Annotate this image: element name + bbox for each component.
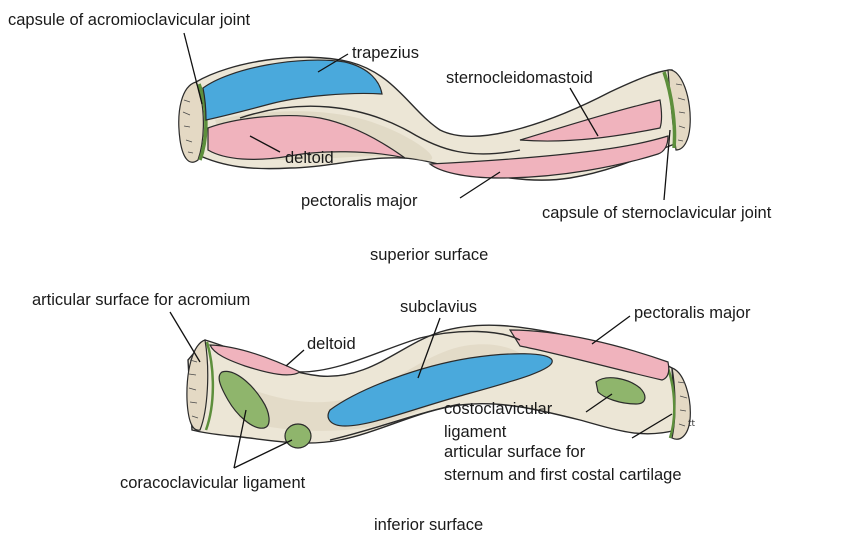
- caption-superior-surface: superior surface: [370, 246, 488, 264]
- label-subclavius: subclavius: [400, 298, 477, 316]
- leader-articular-acromium: [170, 312, 200, 362]
- label-articular-sternum-line1: articular surface for: [444, 443, 586, 461]
- label-articular-surface-acromium: articular surface for acromium: [32, 291, 250, 309]
- label-pectoralis-major-superior: pectoralis major: [301, 192, 418, 210]
- label-costoclavicular-line2: ligament: [444, 423, 507, 441]
- leader-coracoclavicular-b: [234, 440, 292, 468]
- label-articular-sternum-line2: sternum and first costal cartilage: [444, 466, 682, 484]
- superior-view: capsule of acromioclavicular joint trape…: [8, 11, 772, 264]
- label-deltoid-superior: deltoid: [285, 149, 334, 167]
- leader-pectoralis-major-inferior: [592, 316, 630, 344]
- label-capsule-sternoclavicular: capsule of sternoclavicular joint: [542, 204, 772, 222]
- caption-inferior-surface: inferior surface: [374, 516, 483, 534]
- inferior-view: tt articular surface for acromium deltoi…: [32, 291, 751, 534]
- label-sternocleidomastoid: sternocleidomastoid: [446, 69, 593, 87]
- label-costoclavicular-line1: costoclavicular: [444, 400, 553, 418]
- artist-signature: tt: [688, 419, 696, 429]
- leader-deltoid-inferior: [286, 350, 304, 366]
- label-trapezius: trapezius: [352, 44, 419, 62]
- label-coracoclavicular-ligament: coracoclavicular ligament: [120, 474, 306, 492]
- label-pectoralis-major-inferior: pectoralis major: [634, 304, 751, 322]
- label-deltoid-inferior: deltoid: [307, 335, 356, 353]
- inferior-conoid-ligament: [285, 424, 311, 448]
- label-capsule-acromioclavicular: capsule of acromioclavicular joint: [8, 11, 251, 29]
